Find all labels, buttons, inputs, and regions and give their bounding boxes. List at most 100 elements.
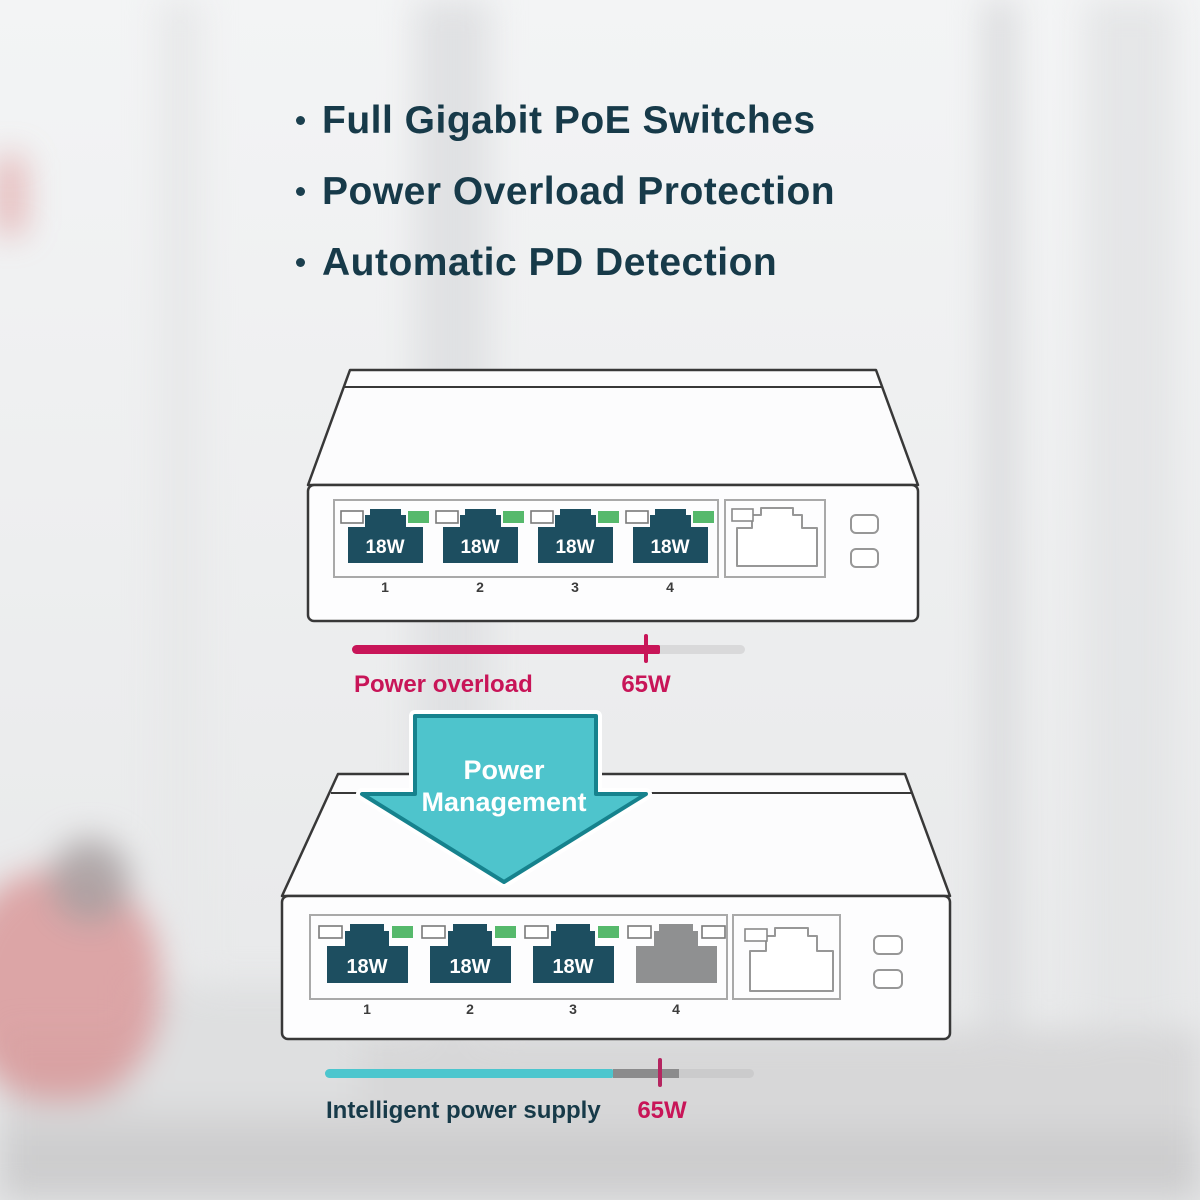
feature-label: Automatic PD Detection: [322, 240, 778, 284]
person-blur: [50, 838, 130, 923]
link-led: [340, 510, 364, 524]
poe-port-panel: [333, 499, 719, 578]
feature-item: Full Gigabit PoE Switches: [296, 85, 835, 156]
poe-led-green: [598, 926, 619, 938]
arrow-label-line1: Power: [463, 755, 545, 785]
threshold-tick: [644, 634, 648, 663]
floor-shadow: [0, 1130, 1200, 1200]
rj45-tab: [345, 931, 389, 946]
link-led: [731, 508, 754, 522]
arrow-label-line2: Management: [421, 787, 586, 817]
rj45-tab: [655, 509, 686, 518]
rj45-tab: [560, 509, 591, 518]
supply-bar-fill: [325, 1069, 613, 1078]
rj45-tab: [370, 509, 401, 518]
link-led: [318, 925, 343, 939]
rj45-body: [327, 946, 408, 983]
switch-diagram-before: 18W 1 18W 2 18W 3: [306, 368, 920, 623]
poe-led-off: [701, 925, 726, 939]
port-number: 1: [363, 1001, 371, 1017]
port-power-label: 18W: [346, 956, 387, 978]
feature-item: Automatic PD Detection: [296, 227, 835, 298]
link-led: [435, 510, 459, 524]
port-number: 1: [381, 579, 389, 595]
port-number: 4: [672, 1001, 680, 1017]
poe-port-1: 18W 1: [340, 509, 429, 595]
feature-bullet-list: Full Gigabit PoE Switches Power Overload…: [296, 85, 835, 298]
link-led: [421, 925, 446, 939]
port-power-label: 18W: [555, 537, 594, 558]
bullet-dot: [296, 116, 305, 125]
rj45-tab: [460, 515, 501, 528]
feature-item: Power Overload Protection: [296, 156, 835, 227]
feature-label: Full Gigabit PoE Switches: [322, 98, 816, 142]
poe-port-panel: [309, 914, 728, 1000]
rj45-body: [538, 527, 613, 563]
port-number: 3: [571, 579, 579, 595]
rj45-tab: [350, 924, 384, 933]
poe-port-2: 18W 2: [435, 509, 524, 595]
status-led: [850, 514, 879, 534]
supply-bar-reserve: [613, 1069, 679, 1078]
rj45-body: [533, 946, 614, 983]
rj45-tab: [448, 931, 492, 946]
poe-led-green: [503, 511, 524, 523]
arrow-body: [360, 714, 648, 884]
switch-top-panel: [306, 368, 920, 487]
port-number: 3: [569, 1001, 577, 1017]
uplink-port-panel: [732, 914, 841, 1000]
port-power-label: 18W: [552, 956, 593, 978]
rj45-tab: [659, 924, 693, 933]
status-led: [873, 969, 903, 989]
port-power-label: 18W: [449, 956, 490, 978]
poe-port-3: 18W 3: [530, 509, 619, 595]
poe-led-green: [392, 926, 413, 938]
feature-label: Power Overload Protection: [322, 169, 836, 213]
poe-led-green: [598, 511, 619, 523]
link-led: [627, 925, 652, 939]
rj45-outline: [749, 927, 834, 992]
status-led: [873, 935, 903, 955]
uplink-port: [731, 507, 818, 567]
uplink-port-panel: [724, 499, 826, 578]
window-mullion: [1085, 0, 1175, 1200]
port-number: 4: [666, 579, 674, 595]
link-led: [524, 925, 549, 939]
poe-port-3: 18W 3: [524, 924, 619, 1017]
supply-bar-label: Intelligent power supply: [326, 1097, 601, 1124]
overload-bar-fill: [352, 645, 660, 654]
poe-port-4-inactive: 4: [627, 924, 726, 1017]
link-led: [744, 928, 768, 942]
port-power-label: 18W: [650, 537, 689, 558]
poe-port-2: 18W 2: [421, 924, 516, 1017]
poe-port-4: 18W 4: [625, 509, 714, 595]
rj45-outline: [736, 507, 818, 567]
red-accent-blur: [0, 155, 25, 235]
bullet-dot: [296, 258, 305, 267]
overload-threshold-label: 65W: [621, 671, 671, 698]
uplink-port: [744, 927, 834, 992]
rj45-body: [443, 527, 518, 563]
rj45-body: [633, 527, 708, 563]
window-mullion: [985, 0, 1015, 1200]
overload-bar-track: [352, 645, 745, 654]
bullet-dot: [296, 187, 305, 196]
port-power-label: 18W: [365, 537, 404, 558]
power-management-arrow: Power Management: [356, 710, 652, 888]
status-led: [850, 548, 879, 568]
port-power-label: 18W: [460, 537, 499, 558]
rj45-tab: [365, 515, 406, 528]
poe-led-green: [408, 511, 429, 523]
port-number: 2: [466, 1001, 474, 1017]
rj45-tab: [555, 515, 596, 528]
rj45-tab: [654, 931, 698, 946]
poe-led-green: [693, 511, 714, 523]
supply-bar-track: [325, 1069, 754, 1078]
rj45-tab: [453, 924, 487, 933]
link-led: [530, 510, 554, 524]
link-led: [625, 510, 649, 524]
port-number: 2: [476, 579, 484, 595]
threshold-tick: [658, 1058, 662, 1087]
